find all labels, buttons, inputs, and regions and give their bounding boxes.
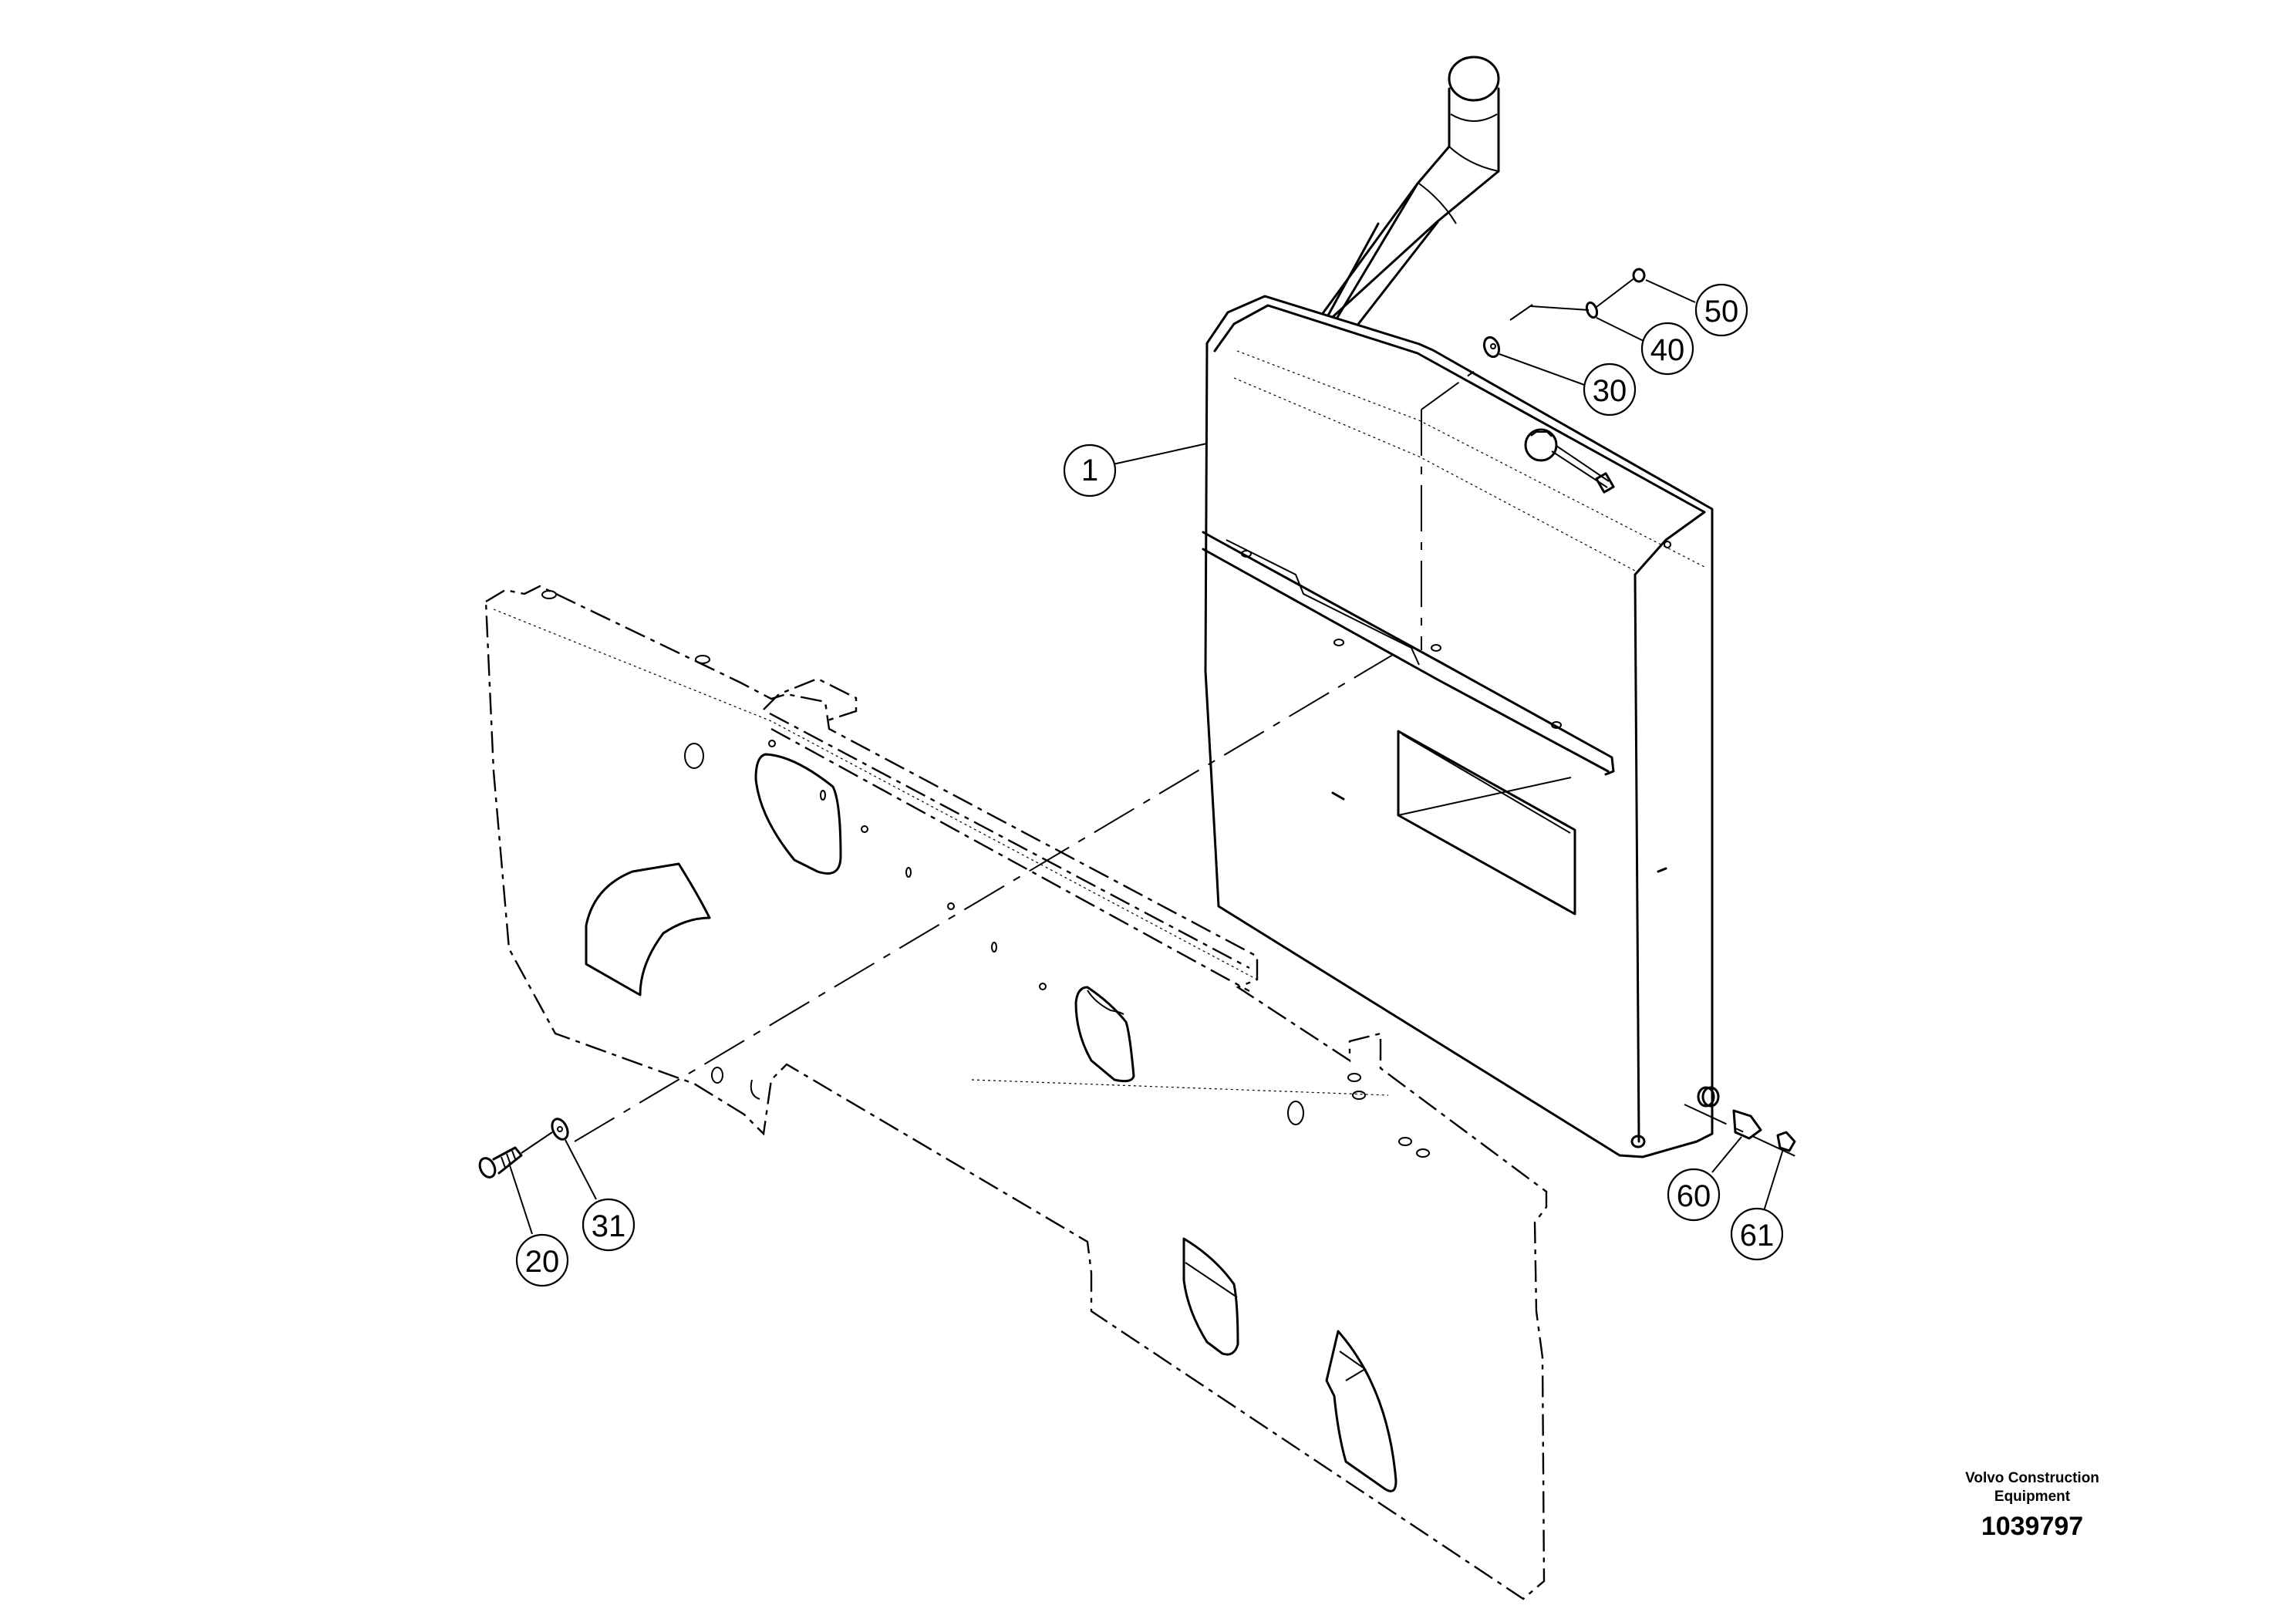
plug-61 [1763, 1131, 1796, 1212]
tank-mounting-flange [1202, 531, 1615, 776]
svg-text:1: 1 [1081, 454, 1098, 487]
svg-text:30: 30 [1593, 374, 1627, 408]
company-name-line1: Volvo Construction [1965, 1470, 2099, 1486]
filler-neck [1316, 56, 1500, 341]
callout-60: 60 [1667, 1168, 1721, 1222]
mounting-panel [484, 585, 1548, 1600]
svg-text:40: 40 [1650, 333, 1685, 367]
assembly-axis-line [574, 649, 1401, 1142]
bolt-20 [478, 1131, 553, 1235]
fuel-tank [1202, 56, 1720, 1158]
svg-text:50: 50 [1704, 295, 1739, 329]
callout-1: 1 [1063, 443, 1117, 497]
callout-40: 40 [1640, 322, 1694, 376]
washer-40 [1530, 301, 1646, 342]
fitting-60 [1697, 1086, 1762, 1173]
washer-31 [551, 1118, 597, 1200]
company-name-line2: Equipment [1994, 1489, 2071, 1505]
svg-text:60: 60 [1677, 1179, 1711, 1213]
panel-bracket-strip [763, 677, 1250, 993]
nut-50 [1596, 268, 1696, 308]
washer-30 [1482, 304, 1587, 386]
callout-50: 50 [1694, 283, 1748, 337]
callout-61: 61 [1730, 1207, 1784, 1261]
drawing-number: 1039797 [1981, 1512, 2084, 1541]
callout-31: 31 [582, 1198, 636, 1252]
svg-text:61: 61 [1740, 1219, 1775, 1253]
callout-1-leader [1112, 443, 1208, 465]
fuel-level-sender [1524, 428, 1615, 494]
assembly-axis-line-2 [1421, 368, 1478, 410]
callout-30: 30 [1583, 363, 1637, 416]
svg-text:31: 31 [592, 1209, 626, 1243]
title-block: Volvo Construction Equipment 1039797 [1944, 1469, 2121, 1543]
access-opening [1397, 730, 1576, 916]
callout-20: 20 [515, 1233, 569, 1287]
svg-text:20: 20 [525, 1245, 560, 1279]
assembly-axis-line-3 [1684, 1104, 1798, 1158]
